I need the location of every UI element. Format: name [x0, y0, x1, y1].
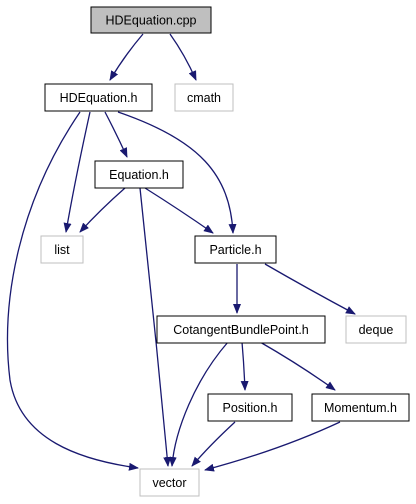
node-equation-h-label: Equation.h [109, 168, 169, 182]
node-momentum-h[interactable]: Momentum.h [311, 393, 410, 422]
node-list-label: list [54, 243, 70, 257]
node-vector: vector [139, 468, 200, 497]
edge-hdequation-h-to-particle-h [117, 111, 237, 234]
node-equation-h[interactable]: Equation.h [94, 160, 184, 189]
edge-momentum-h-to-vector [204, 421, 341, 472]
edge-equation-h-to-vector [139, 187, 172, 467]
node-deque: deque [345, 315, 407, 344]
node-cmath-label: cmath [187, 91, 221, 105]
node-deque-label: deque [359, 323, 394, 337]
node-vector-label: vector [152, 476, 186, 490]
node-hdequation-cpp[interactable]: HDEquation.cpp [90, 6, 212, 34]
node-cmath: cmath [174, 83, 234, 112]
edge-particle-h-to-deque [264, 263, 356, 315]
edge-equation-h-to-particle-h [144, 187, 214, 234]
edge-hdequation-h-to-vector [6, 111, 139, 471]
edge-hdequation-h-to-equation-h [104, 111, 128, 158]
node-hdequation-cpp-label: HDEquation.cpp [105, 14, 196, 28]
node-list: list [40, 235, 84, 264]
edge-position-h-to-vector [191, 421, 236, 467]
node-cotangent-h[interactable]: CotangentBundlePoint.h [156, 315, 326, 344]
edge-hdequation-cpp-to-hdequation-h [109, 33, 144, 81]
node-hdequation-h-label: HDEquation.h [60, 91, 138, 105]
edge-hdequation-h-to-list [63, 111, 91, 233]
node-position-h[interactable]: Position.h [207, 393, 293, 422]
node-particle-h[interactable]: Particle.h [194, 235, 277, 264]
node-particle-h-label: Particle.h [209, 243, 261, 257]
edge-equation-h-to-list [79, 187, 126, 233]
node-hdequation-h[interactable]: HDEquation.h [44, 83, 153, 112]
edge-cotangent-h-to-vector [168, 341, 229, 467]
node-cotangent-h-label: CotangentBundlePoint.h [173, 323, 309, 337]
node-position-h-label: Position.h [223, 401, 278, 415]
edge-cotangent-h-to-momentum-h [259, 341, 336, 391]
node-momentum-h-label: Momentum.h [324, 401, 397, 415]
edge-cotangent-h-to-position-h [240, 341, 249, 391]
edge-hdequation-cpp-to-cmath [169, 33, 197, 81]
